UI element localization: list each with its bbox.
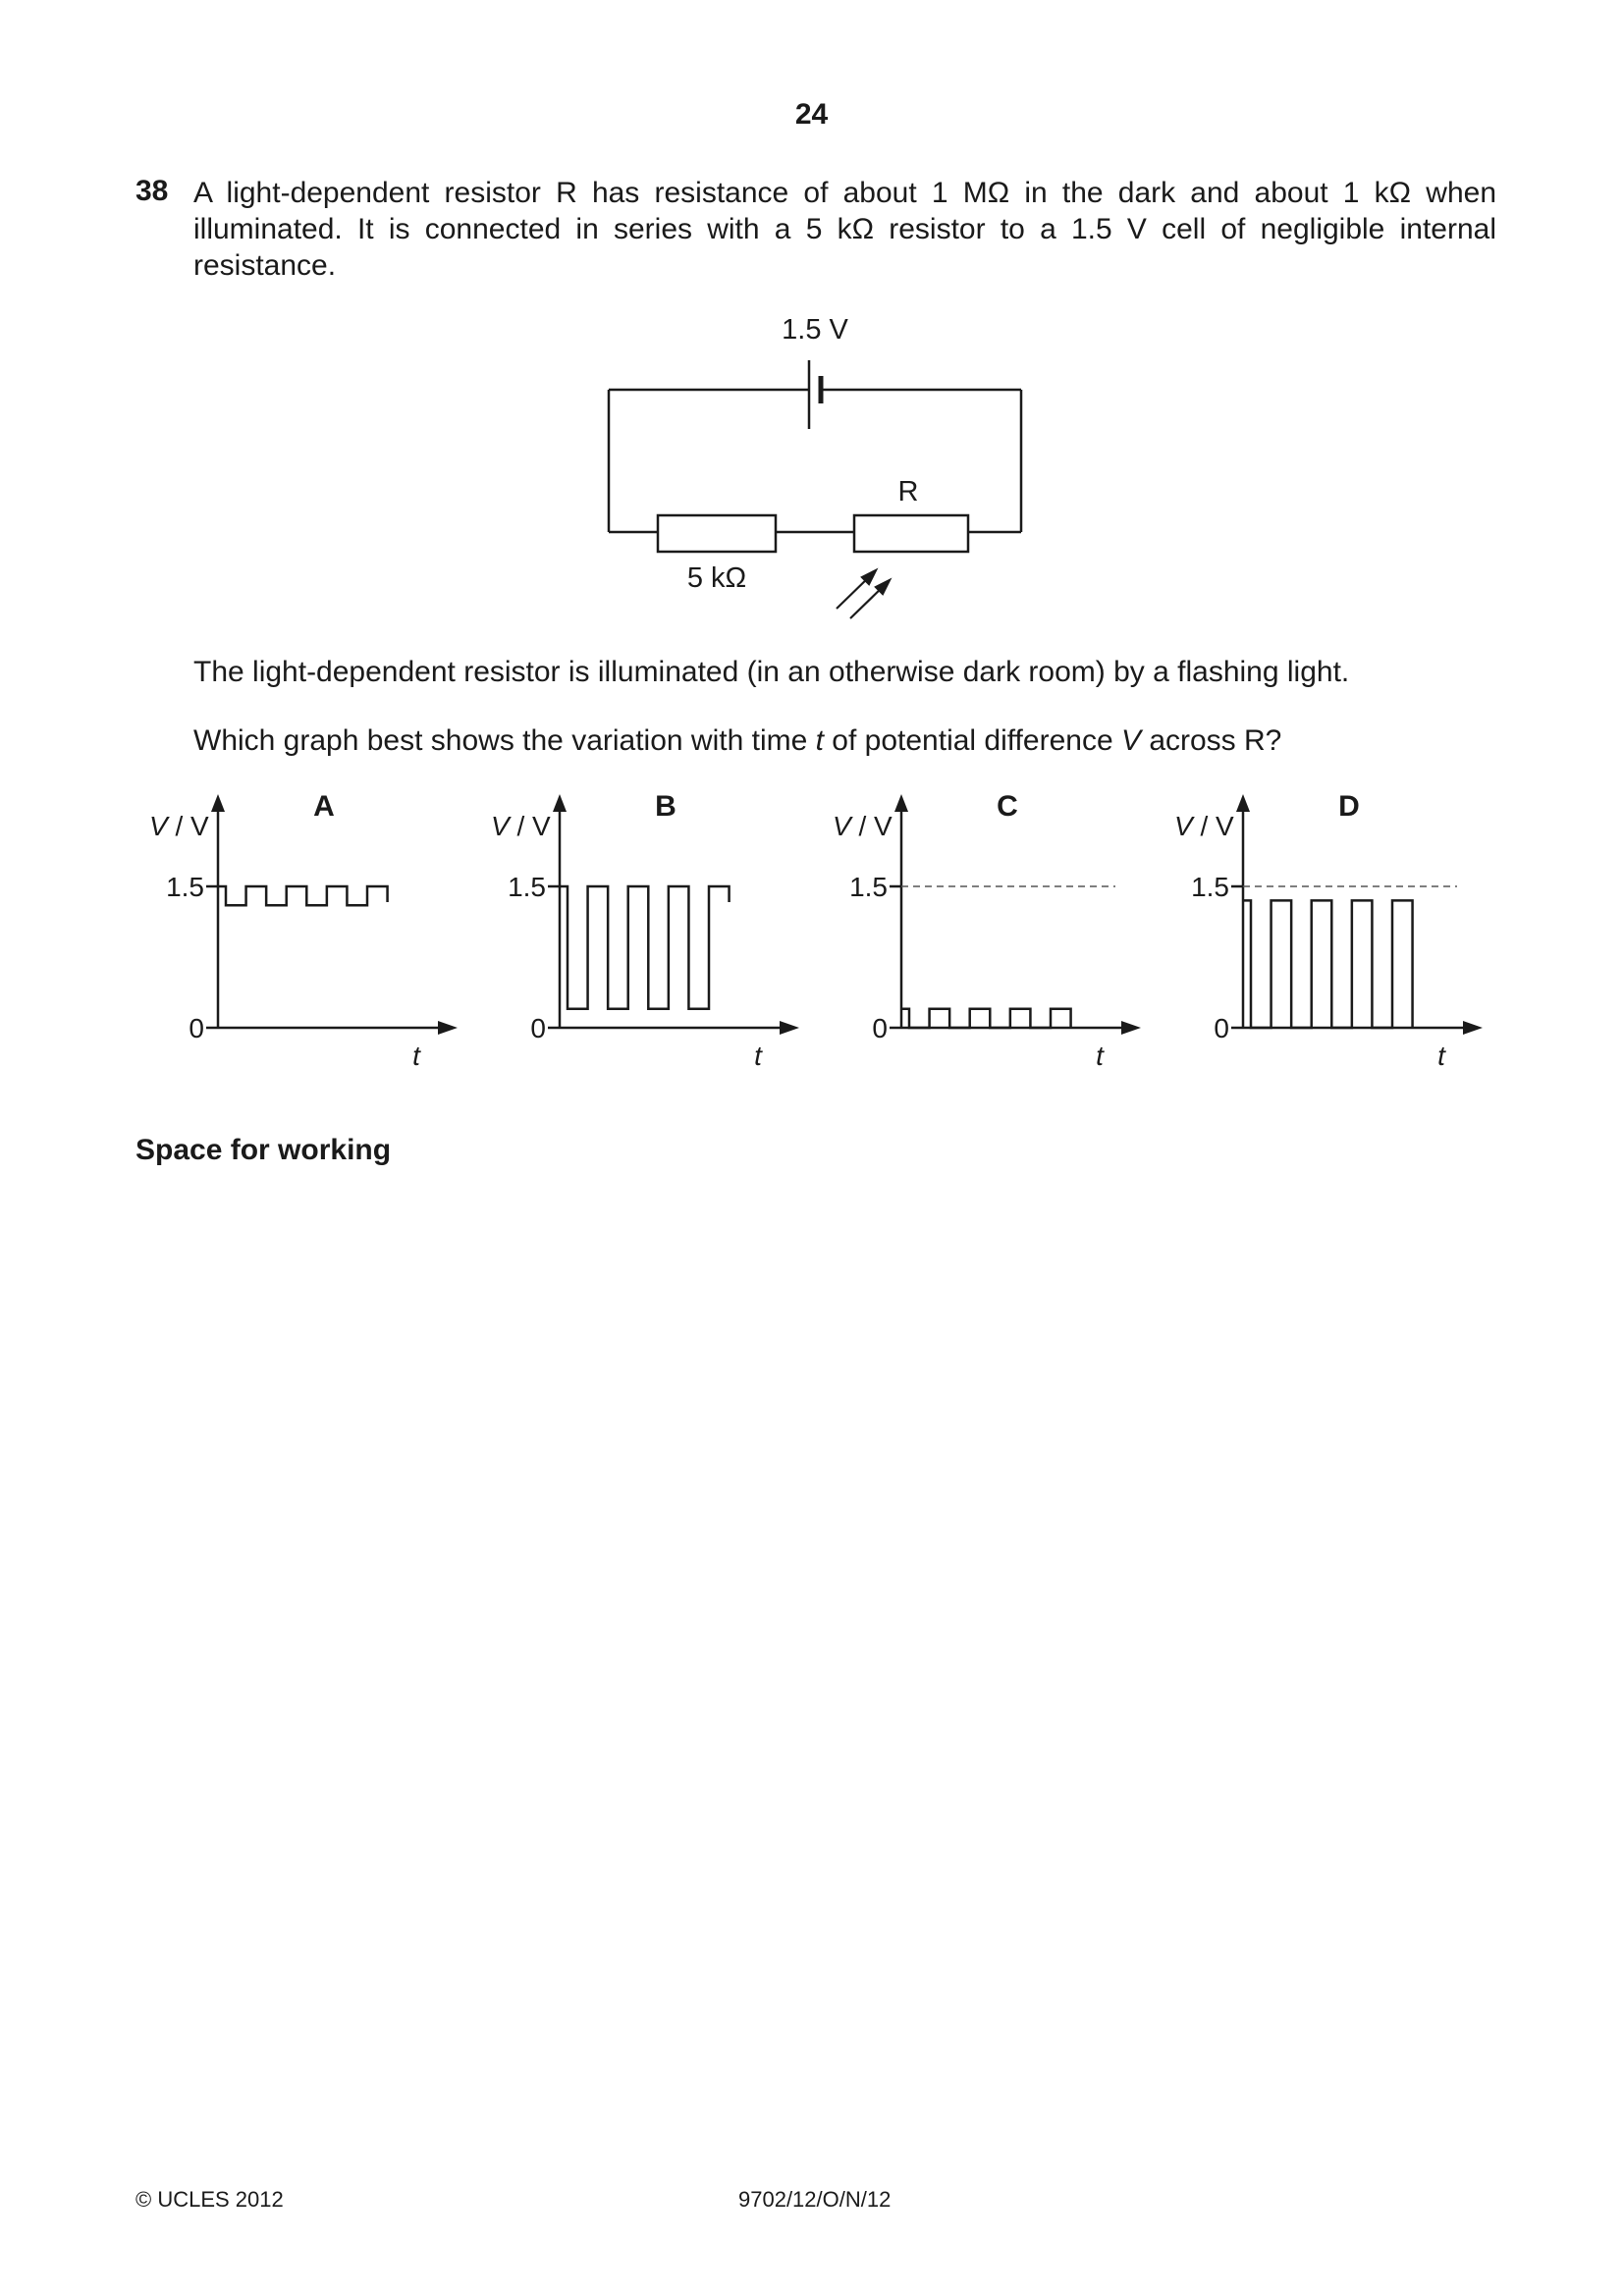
fixed-resistor [656,513,778,554]
graph-b-tick-label-high: 1.5 [508,872,546,902]
graph-d-tick-label-high: 1.5 [1191,872,1229,902]
ldr-resistor [852,513,970,554]
graph-d-waveform [1243,899,1414,1030]
graph-d-x-label: t [1437,1041,1446,1071]
resistor-label: 5 kΩ [687,562,746,594]
cell-symbol [807,360,824,429]
graph-b-waveform [560,884,730,1011]
graph-c-x-arrow-icon [1121,1021,1141,1035]
graph-a-y-label: V / V [149,811,209,841]
graph-a-letter: A [313,790,335,823]
graph-option-b: B V / V 1.5 0 t [491,790,799,1071]
graph-b-letter: B [655,790,676,823]
graph-c-y-label-var: V [833,811,853,841]
footer-copyright: © UCLES 2012 [135,2187,284,2212]
footer-code: 9702/12/O/N/12 [738,2187,892,2212]
graph-option-c: C V / V 1.5 0 t [833,790,1141,1071]
graph-b-x-label: t [754,1041,763,1071]
graph-b-y-label-unit: / V [510,811,551,841]
graph-d-y-arrow-icon [1236,794,1250,812]
question-line-1: The light-dependent resistor is illumina… [193,656,1350,688]
graph-option-a: A V / V 1.5 0 t [149,790,458,1071]
question-stem: A light-dependent resistor R has resista… [193,177,1496,282]
graph-a-tick-label-zero: 0 [189,1013,204,1043]
question-line-2: Which graph best shows the variation wit… [193,724,1282,757]
graph-a-tick-label-high: 1.5 [166,872,204,902]
graph-d-tick-label-zero: 0 [1214,1013,1229,1043]
light-arrows-icon [836,567,893,619]
graph-b-x-arrow-icon [780,1021,799,1035]
graph-option-d: D V / V 1.5 0 t [1174,790,1483,1071]
graph-c-y-arrow-icon [894,794,908,812]
space-for-working-label: Space for working [135,1134,392,1166]
graph-b-y-label: V / V [491,811,551,841]
graph-c-letter: C [997,790,1018,823]
graph-a-y-label-unit: / V [168,811,209,841]
graph-c-tick-label-high: 1.5 [849,872,888,902]
graph-d-y-label-var: V [1174,811,1195,841]
graph-c-tick-label-zero: 0 [872,1013,888,1043]
ldr-label: R [898,476,919,507]
graph-b-y-label-var: V [491,811,512,841]
graph-a-y-arrow-icon [211,794,225,812]
graph-c-y-label: V / V [833,811,893,841]
graph-d-y-label-unit: / V [1193,811,1234,841]
graph-c-waveform [901,1007,1072,1030]
graph-a-x-arrow-icon [438,1021,458,1035]
graph-c-y-label-unit: / V [851,811,893,841]
question-number: 38 [135,175,169,207]
graph-a-y-label-var: V [149,811,170,841]
graph-b-y-arrow-icon [553,794,567,812]
page-number: 24 [794,98,829,131]
graph-d-letter: D [1338,790,1360,823]
graph-d-x-arrow-icon [1463,1021,1483,1035]
cell-label: 1.5 V [782,314,848,346]
graph-d-y-label: V / V [1174,811,1234,841]
graph-a-x-label: t [412,1041,421,1071]
graph-b-tick-label-zero: 0 [530,1013,546,1043]
circuit-diagram: 1.5 V R 5 kΩ [607,314,1023,619]
graph-c-x-label: t [1096,1041,1105,1071]
graph-a-waveform [218,884,389,907]
